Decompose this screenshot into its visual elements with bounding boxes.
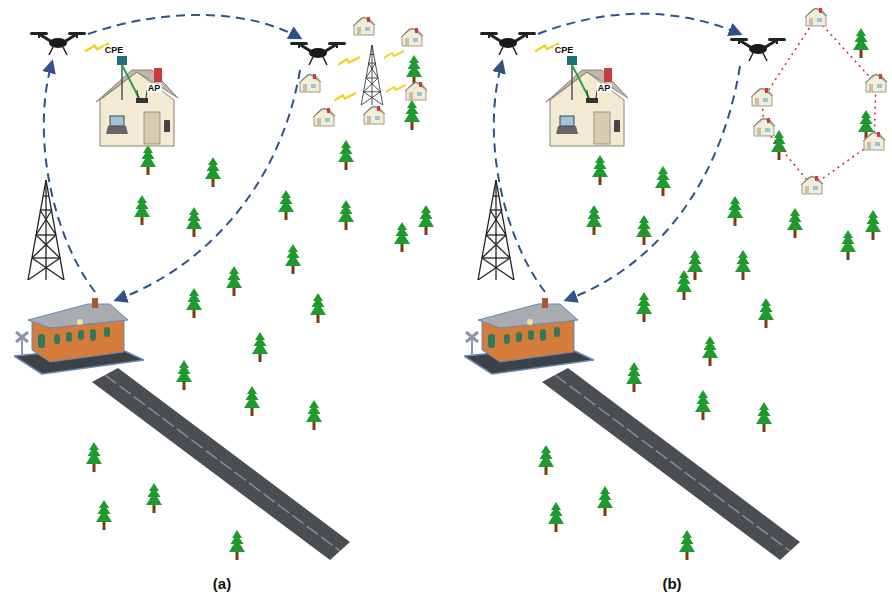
cell-tower	[478, 180, 514, 280]
device-label: AP	[597, 84, 612, 93]
cpe-house	[535, 43, 628, 146]
device-label: CPE	[104, 46, 125, 55]
drone	[480, 32, 536, 55]
device-label: AP	[147, 84, 162, 93]
railway-track	[92, 368, 350, 560]
panel-label: (b)	[662, 576, 681, 591]
device-label: CPE	[554, 46, 575, 55]
panel-label: (a)	[213, 576, 231, 591]
railway-track	[542, 368, 800, 560]
cell-tower	[28, 180, 64, 280]
drone	[290, 42, 346, 65]
railway-station	[14, 298, 144, 374]
railway-station	[464, 298, 594, 374]
mesh-village	[751, 8, 887, 194]
flight-path	[494, 14, 740, 300]
cpe-house	[85, 43, 178, 146]
panel-a	[14, 15, 434, 560]
village	[299, 17, 427, 126]
trees	[538, 28, 881, 560]
flight-path	[44, 15, 300, 300]
drone	[730, 38, 786, 61]
drone	[30, 32, 86, 55]
trees	[86, 55, 434, 560]
panel-b	[464, 8, 887, 560]
